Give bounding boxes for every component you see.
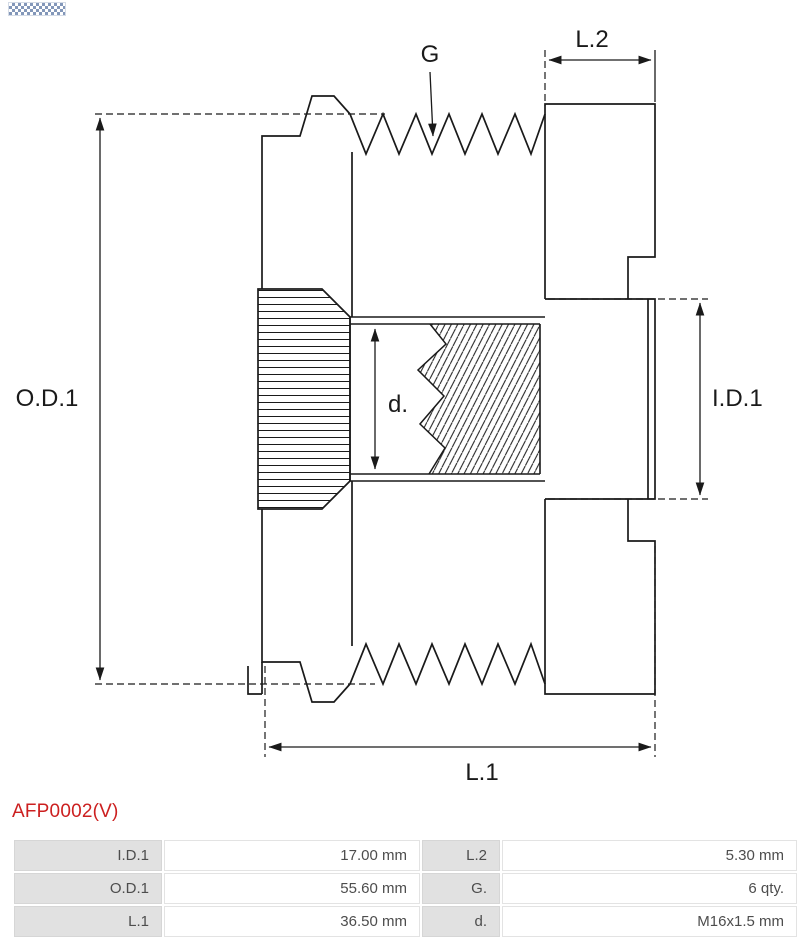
spec-row: O.D.1 55.60 mm G. 6 qty. (14, 873, 797, 904)
label-id1: I.D.1 (712, 385, 763, 412)
right-bore (545, 298, 656, 500)
spec-value-l1: 36.50 mm (164, 906, 420, 937)
spec-label-od1: O.D.1 (14, 873, 162, 904)
spec-label-d: d. (422, 906, 500, 937)
label-l1: L.1 (465, 759, 498, 786)
threaded-bore (349, 316, 545, 482)
label-g: G (421, 41, 440, 68)
spec-value-id1: 17.00 mm (164, 840, 420, 871)
label-l2: L.2 (575, 26, 608, 53)
spec-value-l2: 5.30 mm (502, 840, 797, 871)
label-d: d. (388, 391, 408, 418)
brand-logo (8, 2, 66, 16)
part-number: AFP0002(V) (12, 801, 119, 822)
dimension-l1: L.1 (264, 546, 656, 786)
spec-row: I.D.1 17.00 mm L.2 5.30 mm (14, 840, 797, 871)
knurled-hub (257, 288, 351, 510)
spec-label-l2: L.2 (422, 840, 500, 871)
pulley-body-outline (247, 95, 656, 703)
spec-label-l1: L.1 (14, 906, 162, 937)
dimension-d: d. (370, 328, 408, 470)
dimension-l2: L.2 (544, 26, 656, 106)
pulley-technical-drawing: O.D.1 L.2 G I.D.1 d. L.1 (16, 26, 763, 786)
spec-value-od1: 55.60 mm (164, 873, 420, 904)
dimension-od1: O.D.1 (16, 113, 385, 685)
label-od1: O.D.1 (16, 385, 79, 412)
spec-value-d: M16x1.5 mm (502, 906, 797, 937)
spec-label-g: G. (422, 873, 500, 904)
spec-row: L.1 36.50 mm d. M16x1.5 mm (14, 906, 797, 937)
dimension-g: G (421, 41, 440, 137)
dimensions-table: I.D.1 17.00 mm L.2 5.30 mm O.D.1 55.60 m… (12, 838, 799, 939)
spec-value-g: 6 qty. (502, 873, 797, 904)
spec-label-id1: I.D.1 (14, 840, 162, 871)
dimension-id1: I.D.1 (548, 298, 763, 500)
